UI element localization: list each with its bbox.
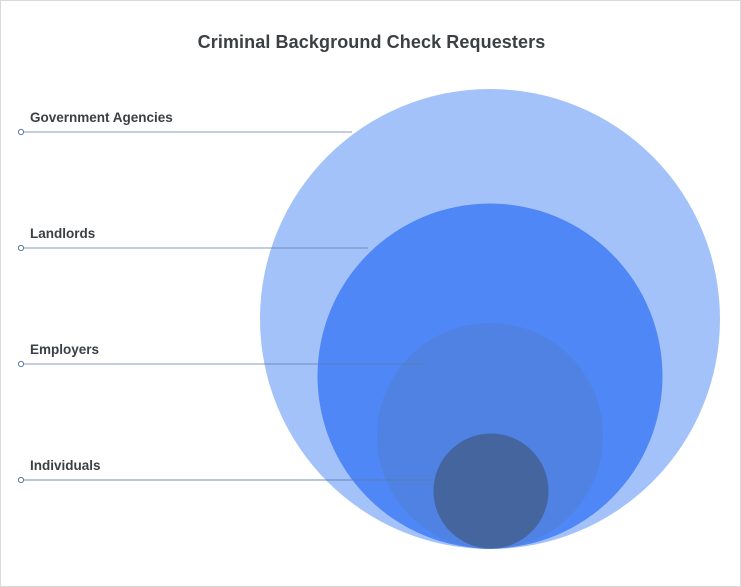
- leader-line-group: [17, 128, 433, 484]
- leader-line-employers: [17, 360, 424, 368]
- leader-dot-employers: [17, 360, 25, 368]
- chart-title: Criminal Background Check Requesters: [197, 32, 546, 52]
- leader-dot-landlords: [17, 244, 25, 252]
- leader-dot-individuals: [17, 476, 25, 484]
- leader-dot-government-agencies: [17, 128, 25, 136]
- series-label-government-agencies[interactable]: Government Agencies: [30, 110, 173, 125]
- circle-individuals[interactable]: [433, 433, 549, 549]
- series-label-employers[interactable]: Employers: [30, 342, 100, 357]
- circle-layer-individuals[interactable]: [433, 433, 549, 549]
- leader-line-individuals: [17, 476, 433, 484]
- series-label-landlords[interactable]: Landlords: [30, 226, 96, 241]
- series-label-individuals[interactable]: Individuals: [30, 458, 101, 473]
- leader-line-government-agencies: [17, 128, 352, 136]
- leader-line-landlords: [17, 244, 368, 252]
